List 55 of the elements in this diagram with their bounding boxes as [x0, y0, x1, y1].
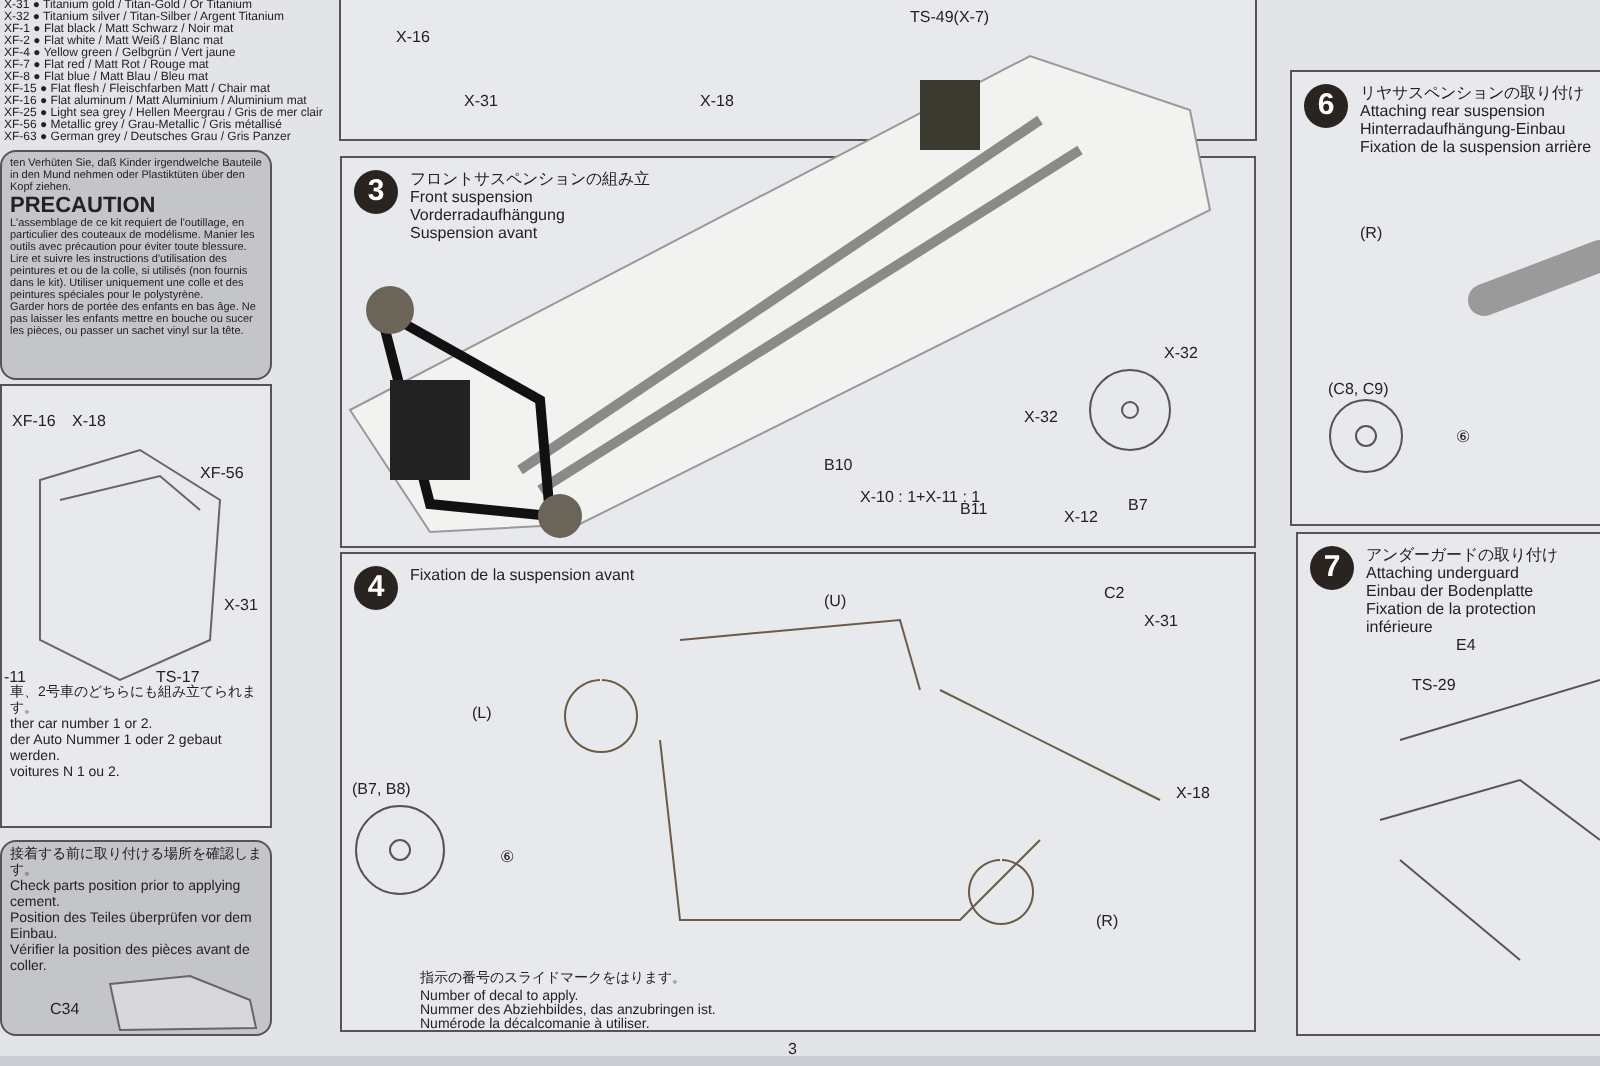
part-label: E4 — [1456, 636, 1476, 654]
step-heading: Fixation de la suspension avant — [410, 566, 637, 584]
part-label: X-12 — [1064, 508, 1098, 526]
step-heading: リヤサスペンションの取り付け — [1360, 84, 1586, 102]
part-label: X-31 — [224, 596, 258, 614]
step-panel — [0, 384, 272, 828]
step-heading: Attaching rear suspension — [1360, 102, 1547, 120]
step-heading: Fixation de la suspension arrière — [1360, 138, 1594, 156]
part-label: X-18 — [700, 92, 734, 110]
part-label: TS-29 — [1412, 676, 1456, 694]
part-label: X-32 — [1164, 344, 1198, 362]
part-label: (B7, B8) — [352, 780, 411, 798]
step-panel — [340, 552, 1256, 1032]
warning-heading: PRECAUTION — [10, 194, 158, 218]
part-label: X-18 — [1176, 784, 1210, 802]
part-label: -11 — [4, 668, 26, 686]
step-heading: Vorderradaufhängung — [410, 206, 567, 224]
part-label: X-16 — [396, 28, 430, 46]
part-label: XF-56 — [200, 464, 244, 482]
step-heading: Front suspension — [410, 188, 535, 206]
part-label: TS-17 — [156, 668, 200, 686]
part-label: (C8, C9) — [1328, 380, 1389, 398]
part-label: X-32 — [1024, 408, 1058, 426]
step-number: 6 — [1304, 84, 1348, 128]
part-label: ⑥ — [1456, 428, 1470, 446]
part-label: C34 — [50, 1000, 80, 1018]
part-label: X-10 : 1+X-11 : 1 — [860, 488, 981, 506]
part-label: X-31 — [1144, 612, 1178, 630]
step-heading: フロントサスペンションの組み立 — [410, 170, 652, 188]
part-label: B10 — [824, 456, 853, 474]
step-heading: Suspension avant — [410, 224, 540, 242]
step-number: 7 — [1310, 546, 1354, 590]
part-label: (R) — [1360, 224, 1383, 242]
step-panel — [1290, 70, 1600, 526]
part-label: ⑥ — [500, 848, 514, 866]
step-heading: Hinterradaufhängung-Einbau — [1360, 120, 1568, 138]
part-label: C2 — [1104, 584, 1125, 602]
step-heading: Attaching underguard — [1366, 564, 1521, 582]
step-number: 3 — [354, 170, 398, 214]
part-label: (U) — [824, 592, 847, 610]
part-label: (L) — [472, 704, 492, 722]
part-label: B11 — [960, 500, 988, 518]
step-number: 4 — [354, 566, 398, 610]
part-label: X-18 — [72, 412, 106, 430]
warning-box — [0, 150, 272, 380]
step-heading: アンダーガードの取り付け — [1366, 546, 1560, 564]
step-heading: Einbau der Bodenplatte — [1366, 582, 1536, 600]
part-label: B7 — [1128, 496, 1148, 514]
step-panel — [1296, 532, 1600, 1036]
page-number: 3 — [788, 1040, 797, 1058]
part-label: TS-49(X-7) — [910, 8, 990, 26]
step-heading: Fixation de la protection inférieure — [1366, 600, 1538, 636]
part-label: X-31 — [464, 92, 498, 110]
part-label: XF-16 — [12, 412, 56, 430]
part-label: (R) — [1096, 912, 1119, 930]
